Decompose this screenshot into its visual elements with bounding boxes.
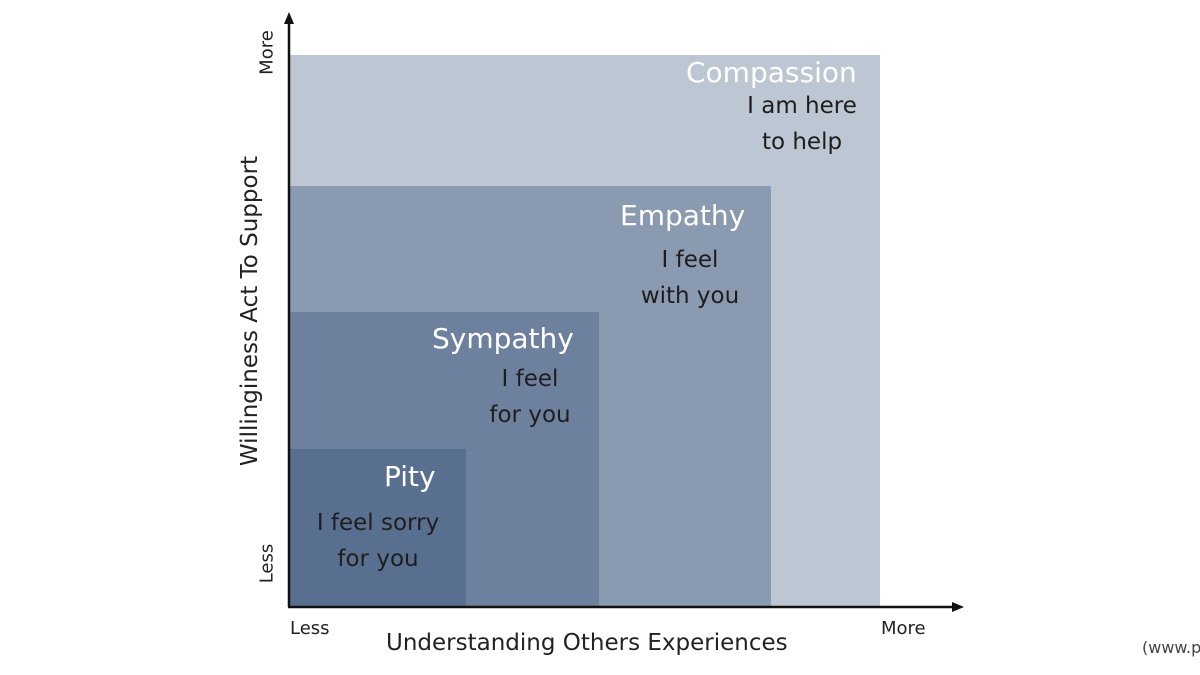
sympathy-subtitle: I feel for you [489,366,571,428]
pity-box [290,449,466,607]
x-axis-min-label: Less [290,618,330,639]
pity-subtitle: I feel sorry for you [316,510,440,572]
x-axis-title: Understanding Others Experiences [386,630,788,656]
empathy-title: Empathy [620,199,746,232]
y-axis-max-label: More [256,30,278,75]
source-credit: (www.p [1142,638,1200,657]
x-axis-max-label: More [881,618,926,639]
compassion-subtitle: I am here to help [747,93,857,155]
y-axis-arrowhead [284,12,294,24]
pity-title: Pity [384,460,436,493]
compassion-title: Compassion [686,56,857,89]
empathy-subtitle: I feel with you [640,247,740,309]
sympathy-title: Sympathy [432,322,574,355]
y-axis-min-label: Less [256,543,278,584]
y-axis-title: Willinginess Act To Support [237,155,263,467]
x-axis-arrowhead [952,602,964,612]
